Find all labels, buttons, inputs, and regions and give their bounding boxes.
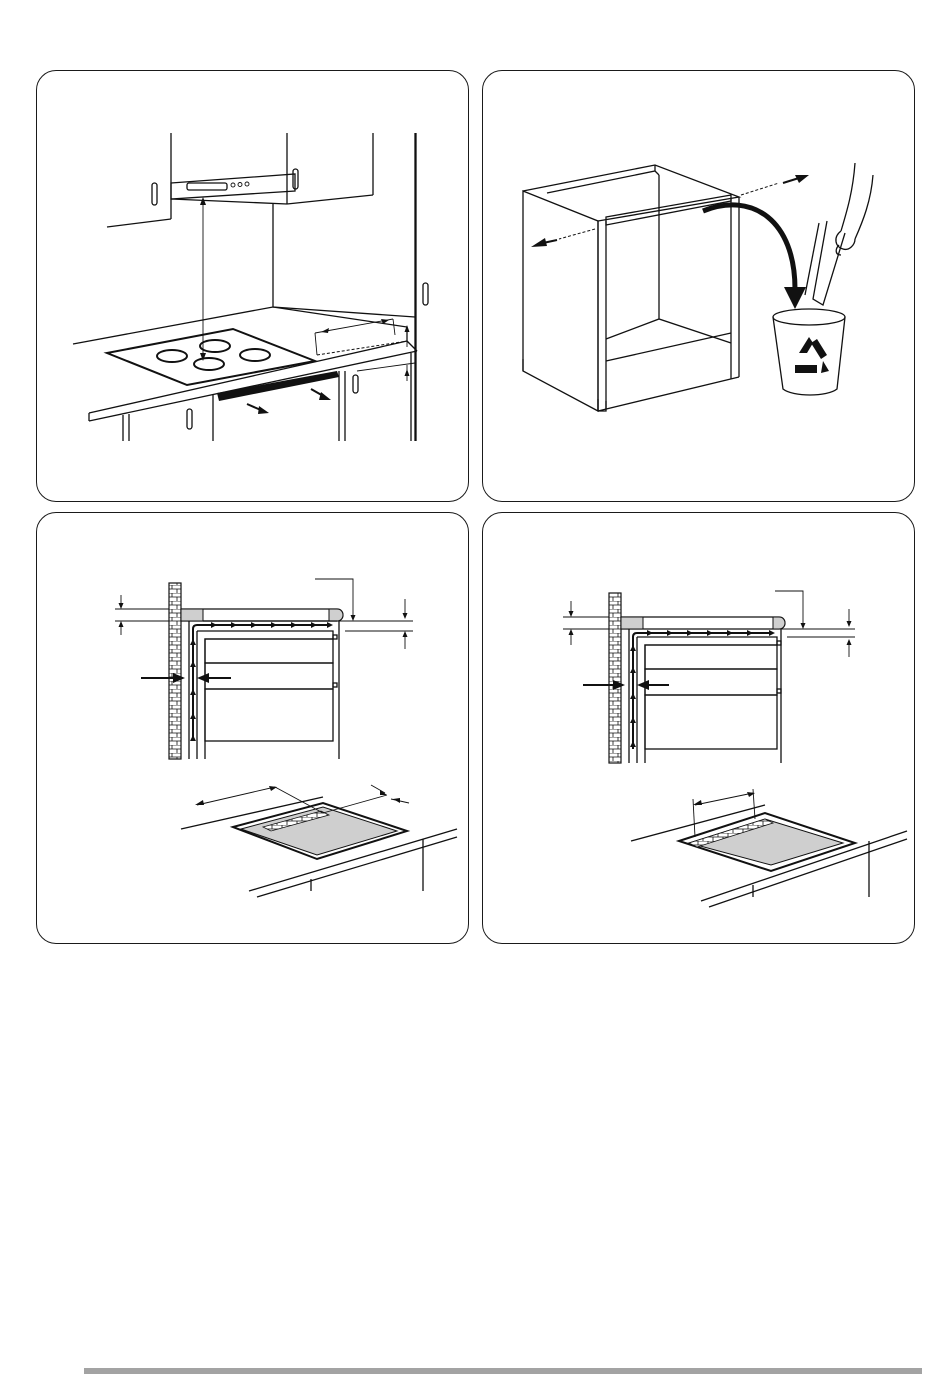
drawer-lower (205, 621, 339, 759)
screw-arrow-left (531, 229, 595, 247)
dimension-worktop-left (563, 601, 609, 645)
oven-lower (645, 629, 781, 763)
dimension-worktop-left (115, 595, 169, 635)
brick-wall-icon (609, 593, 621, 763)
dimension-worktop-right (775, 591, 855, 657)
dimension-arrow-hood-height (200, 197, 206, 361)
pull-out-arrow-left (247, 404, 269, 414)
screw-arrow-right (741, 175, 809, 195)
hob-icon (107, 329, 315, 385)
airflow-arrows-vertical (190, 637, 196, 741)
oven-middle (645, 669, 781, 695)
worktop-cutout (631, 789, 907, 907)
recycle-bin (773, 309, 845, 395)
base-cabinets (123, 353, 411, 441)
airflow-arrows-vertical (630, 643, 636, 749)
brick-wall-icon (169, 583, 181, 759)
footer-bar (84, 1368, 922, 1374)
figure-hob-hood-clearance (36, 70, 469, 502)
airflow-arrows-horizontal (193, 622, 333, 637)
worktop-section (181, 609, 343, 621)
gap-arrow-right (197, 673, 231, 683)
drawer-middle (205, 663, 337, 689)
wall-cabinet-right (273, 133, 373, 307)
hand-icon (805, 163, 873, 305)
drawer-vent-strip (213, 371, 345, 441)
ventilation-oven-diagram (483, 513, 915, 944)
recycle-symbol-icon (795, 337, 829, 373)
drawer-upper (205, 635, 337, 663)
cabinet-diagram (483, 71, 915, 502)
tall-cabinet (415, 133, 428, 441)
figure-cabinet-panel-removal (482, 70, 915, 502)
worktop-section (621, 617, 785, 629)
hob-hood-diagram (37, 71, 469, 502)
oven-upper (645, 641, 781, 669)
figure-ventilation-gap-drawers (36, 512, 469, 944)
worktop-cutout (181, 785, 457, 897)
cabinet-icon (523, 165, 739, 411)
wall-cabinet-left (107, 133, 171, 227)
ventilation-drawers-diagram (37, 513, 469, 944)
pull-out-arrow-right (311, 389, 331, 400)
discard-arrow (703, 205, 806, 309)
gap-arrow-right (637, 680, 669, 690)
cooker-hood-icon (171, 174, 295, 204)
figure-ventilation-gap-oven (482, 512, 915, 944)
